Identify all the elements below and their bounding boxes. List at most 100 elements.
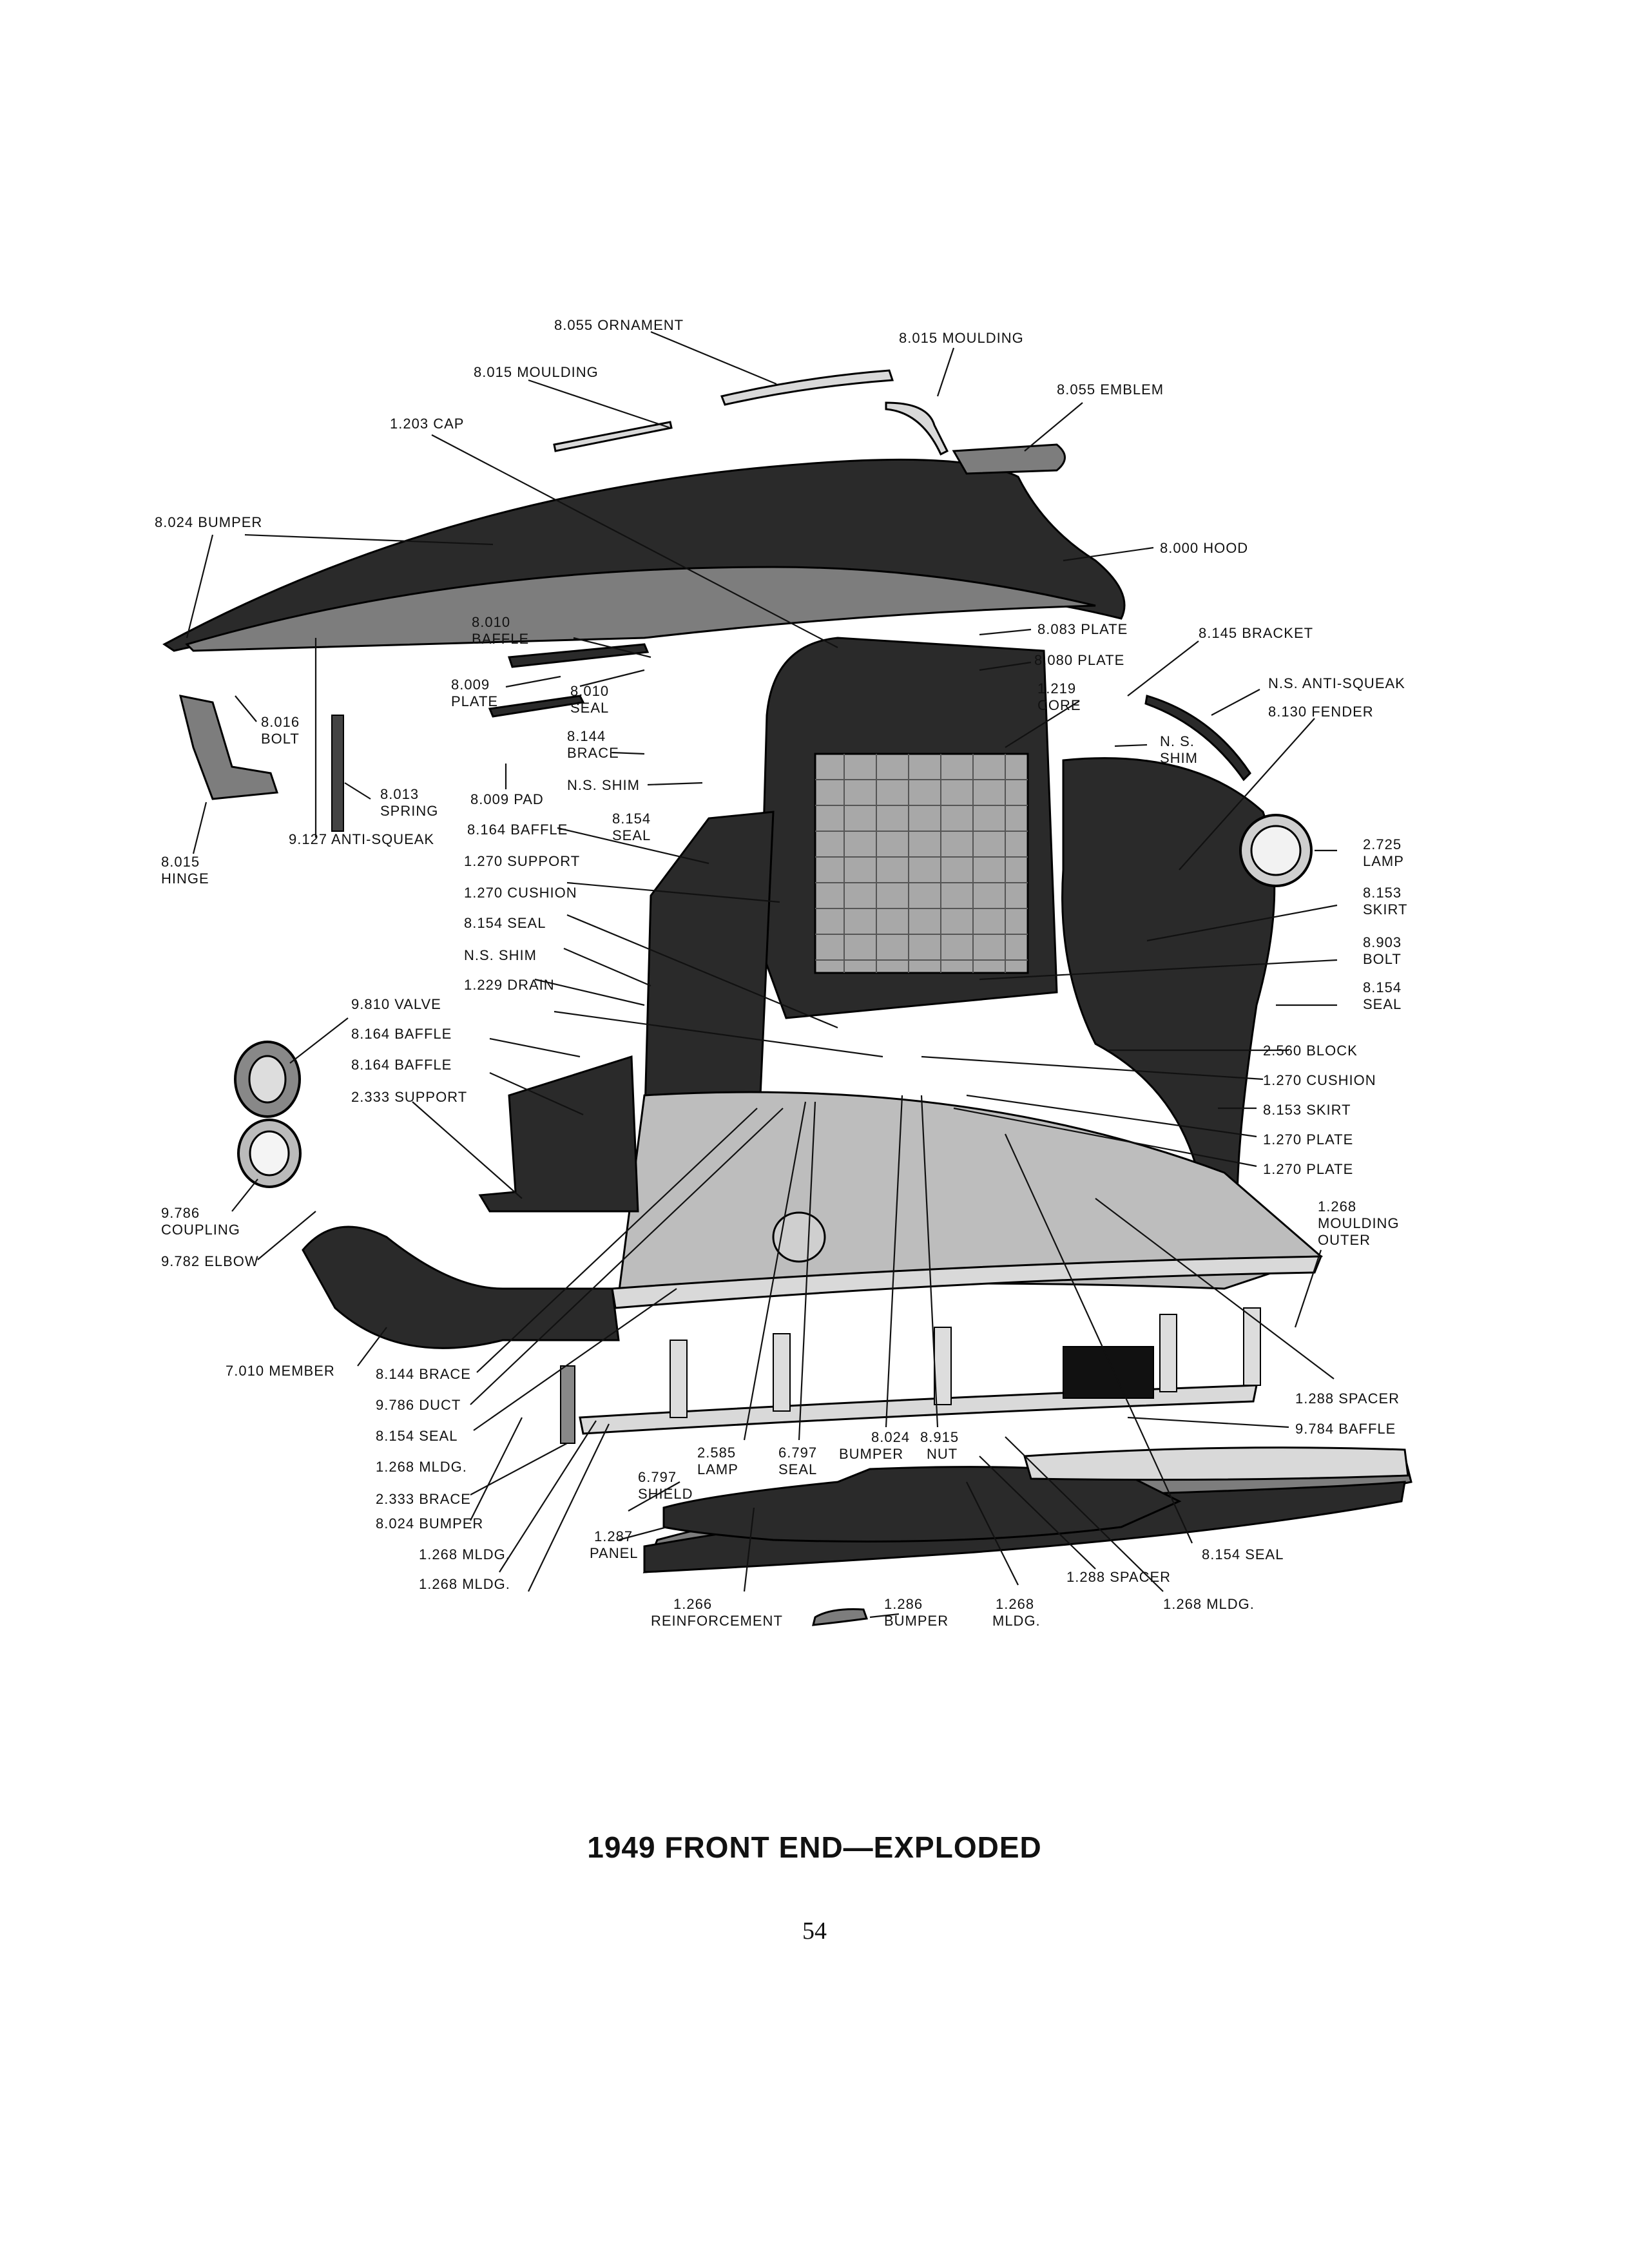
member-part [302, 1225, 620, 1349]
callout-plate-8083: 8.083 PLATE [1037, 621, 1128, 637]
callout-mldg-1268-a: 1.268 MLDG. [376, 1459, 467, 1475]
callout-moulding-top-right: 8.015 MOULDING [899, 330, 1024, 346]
callout-support-2333: 2.333 SUPPORT [351, 1089, 467, 1105]
callout-drain: 1.229 DRAIN [464, 977, 555, 993]
coupling-ring-inner [249, 1130, 290, 1177]
callout-brace-8144-low: 8.144 BRACE [376, 1366, 471, 1382]
parts-illustration [162, 369, 1412, 1626]
callout-seal-8154-low: 8.154 SEAL [376, 1428, 458, 1444]
callout-plate-1270-a: 1.270 PLATE [1263, 1131, 1353, 1148]
fender-part [1061, 757, 1276, 1213]
callout-fender: 8.130 FENDER [1268, 704, 1374, 720]
spacer-post-2 [773, 1333, 791, 1412]
lower-bumper-bar [1023, 1446, 1409, 1481]
callout-spacer-1288-bottom: 1.288 SPACER [1066, 1569, 1171, 1585]
spacer-post-4 [1159, 1314, 1177, 1392]
page-title: 1949 FRONT END—EXPLODED [587, 1831, 1042, 1864]
ornament-part [720, 369, 894, 406]
callout-duct: 9.786 DUCT [376, 1397, 461, 1413]
callout-bracket-8145: 8.145 BRACKET [1199, 625, 1313, 641]
callout-mldg-1268-b: 1.268 MLDG. [419, 1546, 510, 1562]
radiator-core [814, 753, 1029, 974]
bumper-1286-part [812, 1608, 869, 1626]
callout-shim-ns-left: N.S. SHIM [464, 947, 537, 963]
brace-small [560, 1365, 575, 1444]
left-skirt-part [643, 811, 775, 1142]
callout-cap: 1.203 CAP [390, 416, 464, 432]
callout-support-1270: 1.270 SUPPORT [464, 853, 580, 869]
callout-bumper-8024-left: 8.024 BUMPER [376, 1515, 483, 1532]
callout-cushion-1270-left: 1.270 CUSHION [464, 885, 577, 901]
moulding-part-left [553, 421, 673, 452]
callout-pad: 8.009 PAD [470, 791, 544, 807]
support-part [478, 1055, 639, 1213]
callout-bumper-hood: 8.024 BUMPER [155, 514, 262, 530]
callout-shim-ns-center: N.S. SHIM [567, 777, 640, 793]
anti-squeak-strip [1144, 695, 1251, 782]
callout-plate-1270-b: 1.270 PLATE [1263, 1161, 1353, 1177]
callout-baffle-8164-a: 8.164 BAFFLE [351, 1026, 452, 1042]
leader-lines [186, 331, 1338, 1619]
callout-mldg-1268-c: 1.268 MLDG. [419, 1576, 510, 1592]
spacer-post-1 [670, 1340, 688, 1418]
hood-inner [185, 566, 1096, 652]
headlamp-rim [1250, 825, 1302, 876]
hinge-part [178, 695, 279, 800]
callout-valve: 9.810 VALVE [351, 996, 441, 1012]
callout-member: 7.010 MEMBER [226, 1363, 335, 1379]
callout-anti-squeak-ns: N.S. ANTI-SQUEAK [1268, 675, 1405, 691]
callout-mldg-1268-e: 1.268 MLDG. [1163, 1596, 1255, 1612]
callout-moulding-top-left: 8.015 MOULDING [474, 364, 599, 380]
callout-plate-8080: 8.080 PLATE [1034, 652, 1124, 668]
callout-block: 2.560 BLOCK [1263, 1043, 1358, 1059]
callout-hood: 8.000 HOOD [1160, 540, 1248, 556]
seal-strip [488, 695, 585, 718]
callout-brace-2333: 2.333 BRACE [376, 1491, 471, 1507]
moulding-part-right [885, 401, 949, 456]
callout-baffle-8164-b: 8.164 BAFFLE [351, 1057, 452, 1073]
parking-lamp-part [772, 1211, 826, 1263]
callout-emblem: 8.055 EMBLEM [1057, 381, 1164, 398]
emblem-part [952, 443, 1066, 475]
callout-seal-8154-mid: 8.154 SEAL [464, 915, 546, 931]
callout-ornament: 8.055 ORNAMENT [554, 317, 684, 333]
callout-baffle-8164-top: 8.164 BAFFLE [467, 822, 568, 838]
baffle-dark [1063, 1346, 1154, 1399]
callout-labels: 8.055 ORNAMENT 8.015 MOULDING 8.015 MOUL… [155, 317, 1407, 1629]
page-number: 54 [802, 1917, 827, 1945]
callout-baffle-9784: 9.784 BAFFLE [1295, 1421, 1396, 1437]
callout-elbow: 9.782 ELBOW [161, 1253, 259, 1269]
valve-ring-inner [248, 1055, 287, 1104]
callout-shim-ns-right: N. S.SHIM [1160, 733, 1198, 766]
panel-part [662, 1466, 1182, 1542]
callout-spacer-1288-right: 1.288 SPACER [1295, 1390, 1400, 1407]
callout-seal-8154-bottom: 8.154 SEAL [1202, 1546, 1284, 1562]
callout-skirt-8153-lower: 8.153 SKIRT [1263, 1102, 1351, 1118]
callout-anti-squeak-9127: 9.127 ANTI-SQUEAK [289, 831, 434, 847]
grille-bar-upper [611, 1255, 1323, 1309]
spacer-post-5 [1243, 1307, 1261, 1386]
